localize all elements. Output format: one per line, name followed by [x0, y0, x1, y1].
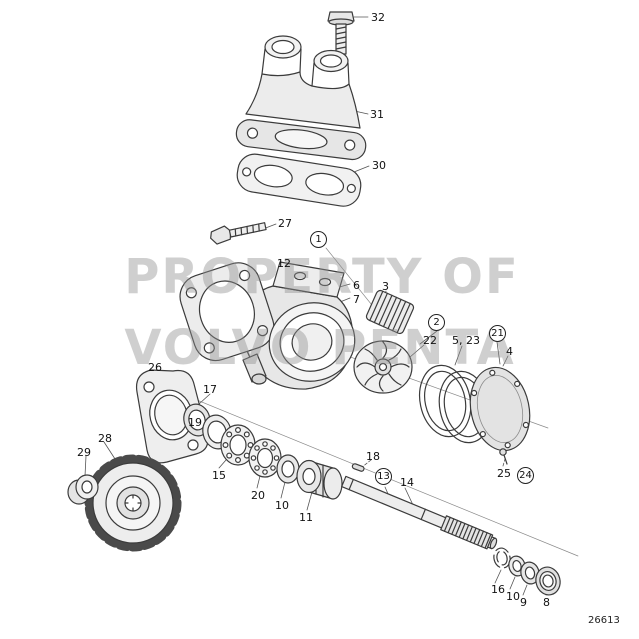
callout-29: 29	[77, 446, 91, 459]
callout-27: 27	[278, 217, 292, 230]
part-bushing-29	[67, 474, 99, 505]
part-bearing-20	[248, 438, 282, 478]
callout-6: 6	[353, 279, 360, 292]
part-screw-25	[499, 448, 508, 465]
part-pump-housing	[179, 261, 356, 390]
group-callout-1: 1	[310, 231, 327, 248]
callout-10a: 10	[275, 499, 289, 512]
part-elbow-31	[235, 35, 367, 161]
callout-31: 31	[370, 108, 384, 121]
watermark: PROPERTY OF VOLVO PENTA	[124, 249, 520, 376]
callout-14: 14	[400, 476, 414, 489]
callout-17: 17	[203, 383, 217, 396]
callout-19: 19	[188, 416, 202, 429]
callout-25: 25	[497, 467, 511, 480]
part-shaft-14	[341, 475, 498, 550]
group-callout-13: 13	[375, 468, 392, 485]
callout-8: 8	[543, 596, 550, 609]
callout-15: 15	[212, 469, 226, 482]
callout-30: 30	[372, 159, 386, 172]
callout-20: 20	[251, 489, 265, 502]
group-callout-21: 21	[489, 325, 506, 342]
callout-32: 32	[371, 11, 385, 24]
group-callout-24: 24	[517, 467, 534, 484]
part-pin-18	[351, 463, 365, 472]
group-callout-2: 2	[428, 314, 445, 331]
part-seal-8	[535, 566, 561, 596]
watermark-line-1: PROPERTY OF	[124, 249, 520, 305]
callout-22: 22	[423, 334, 437, 347]
part-coupling-11	[296, 459, 343, 500]
drawing-number: 26613	[588, 615, 620, 626]
part-gasket-30	[236, 153, 362, 207]
callout-3: 3	[382, 280, 389, 293]
callout-7: 7	[353, 293, 360, 306]
part-flange-26	[135, 369, 209, 464]
callout-28: 28	[98, 432, 112, 445]
callout-11: 11	[299, 511, 313, 524]
part-gear-28	[84, 454, 182, 552]
callout-9: 9	[520, 596, 527, 609]
part-washer-9	[520, 561, 540, 585]
watermark-line-2: VOLVO PENTA	[124, 320, 515, 376]
part-impeller-22	[353, 340, 413, 394]
part-spacer-10	[276, 454, 300, 484]
callout-16: 16	[491, 583, 505, 596]
part-bolt-32	[327, 11, 355, 55]
part-bolt-27	[210, 222, 267, 245]
part-circlip-16	[493, 547, 511, 569]
callout-26: 26	[148, 361, 162, 374]
callout-4: 4	[506, 345, 513, 358]
callout-12: 12	[277, 257, 291, 270]
callout-10b: 10	[506, 590, 520, 603]
part-cover-4	[469, 366, 531, 452]
part-cam-3	[365, 289, 415, 335]
callout-18: 18	[366, 450, 380, 463]
callout-5-23: 5, 23	[452, 334, 480, 347]
